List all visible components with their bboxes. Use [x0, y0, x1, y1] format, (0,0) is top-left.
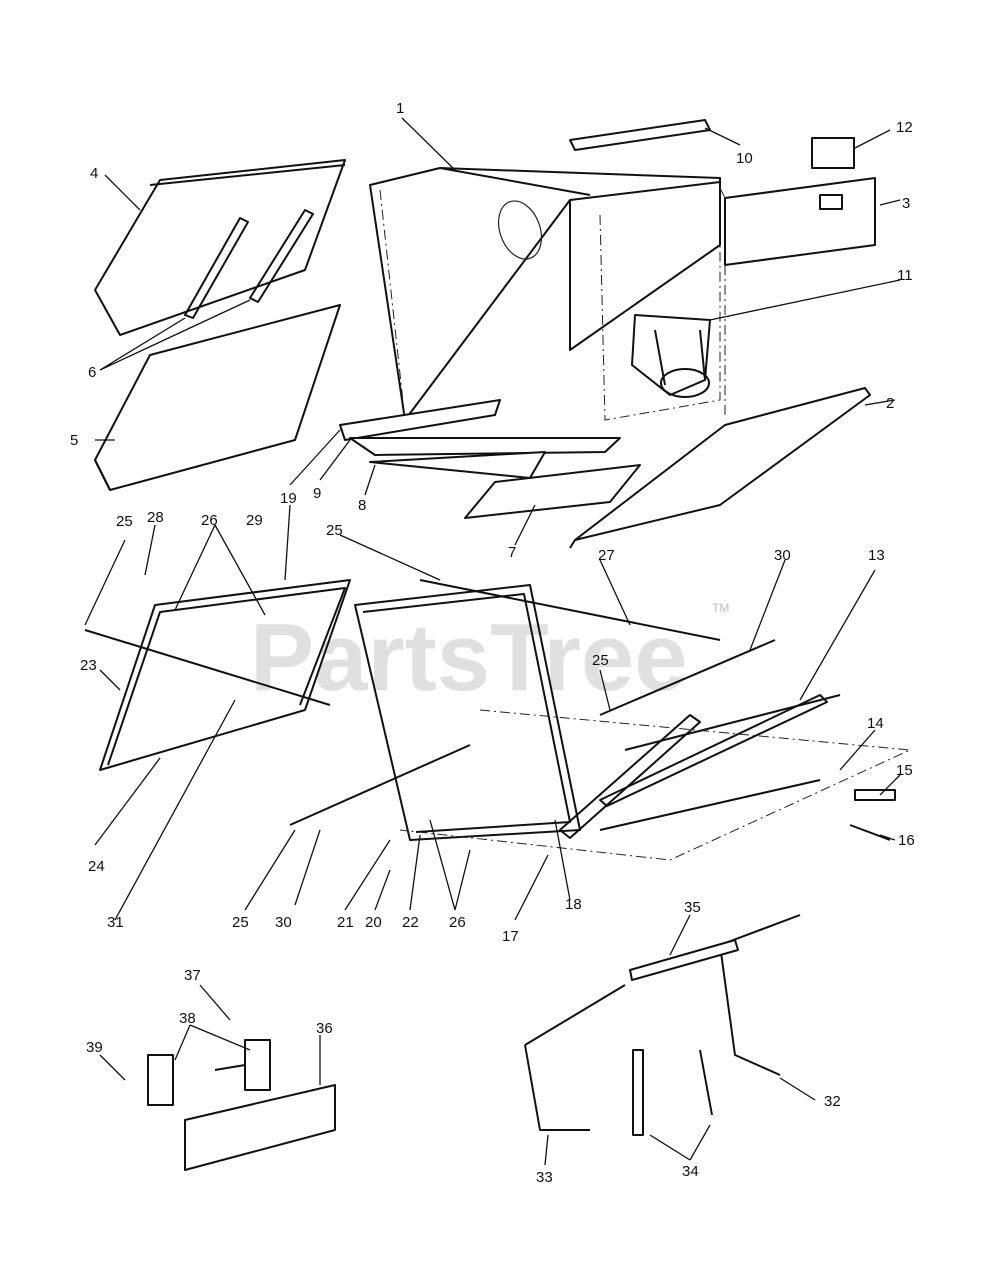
part-19-9-8-strips: [339, 399, 621, 479]
part-23-left-frame: [84, 579, 351, 771]
callout-10: 10: [736, 150, 753, 167]
callout-25-b: 25: [326, 522, 343, 539]
callout-39: 39: [86, 1039, 103, 1056]
callout-26-b: 26: [449, 914, 466, 931]
callout-25-a: 25: [116, 513, 133, 530]
callout-37: 37: [184, 967, 201, 984]
callout-1: 1: [396, 100, 404, 117]
part-11-chute: [631, 314, 711, 398]
callout-36: 36: [316, 1020, 333, 1037]
callout-30-b: 30: [275, 914, 292, 931]
part-4-left-cover: [94, 159, 346, 336]
rods: [289, 579, 776, 826]
callout-20: 20: [365, 914, 382, 931]
callout-6: 6: [88, 364, 96, 381]
callout-14: 14: [867, 715, 884, 732]
callout-11: 11: [897, 267, 913, 284]
callout-34: 34: [682, 1163, 699, 1180]
callout-15: 15: [896, 762, 913, 779]
part-1-hopper-body: [369, 167, 721, 421]
callout-7: 7: [508, 544, 516, 561]
callout-26-a: 26: [201, 512, 218, 529]
callout-9: 9: [313, 485, 321, 502]
callout-13: 13: [868, 547, 885, 564]
part-10-top-strip: [569, 119, 711, 151]
linkage-assembly: [399, 694, 912, 861]
callout-24: 24: [88, 858, 105, 875]
part-3-side-panel: [719, 177, 876, 415]
callout-23: 23: [80, 657, 97, 674]
callout-38: 38: [179, 1010, 196, 1027]
callout-28: 28: [147, 509, 164, 526]
callout-35: 35: [684, 899, 701, 916]
callout-25-c: 25: [592, 652, 609, 669]
part-12-plate: [811, 137, 855, 169]
watermark-trademark: TM: [712, 601, 729, 615]
callout-19: 19: [280, 490, 297, 507]
callout-12: 12: [896, 119, 913, 136]
callout-4: 4: [90, 165, 98, 182]
callout-32: 32: [824, 1093, 841, 1110]
callout-2: 2: [886, 395, 894, 412]
callout-30-a: 30: [774, 547, 791, 564]
callout-25-d: 25: [232, 914, 249, 931]
callout-3: 3: [902, 195, 910, 212]
callout-17: 17: [502, 928, 519, 945]
leader-lines: [84, 117, 901, 1166]
callout-5: 5: [70, 432, 78, 449]
callout-31: 31: [107, 914, 124, 931]
watermark: PartsTree TM: [250, 601, 729, 711]
callout-33: 33: [536, 1169, 553, 1186]
callout-8: 8: [358, 497, 366, 514]
callout-labels: 1 2 3 4 5 6 7 8 9 10 11 12 13 14 15 16 1…: [70, 100, 915, 1186]
hinge-assembly: [147, 1039, 336, 1171]
callout-22: 22: [402, 914, 419, 931]
part-5-lower-panel: [94, 304, 341, 491]
part-6-rails: [184, 209, 314, 319]
callout-18: 18: [565, 896, 582, 913]
callout-27: 27: [598, 547, 615, 564]
callout-29: 29: [246, 512, 263, 529]
part-2-bottom-panel: [569, 387, 871, 549]
handle-brackets: [524, 914, 801, 1136]
part-7-bracket: [464, 464, 641, 519]
callout-16: 16: [898, 832, 915, 849]
callout-21: 21: [337, 914, 354, 931]
